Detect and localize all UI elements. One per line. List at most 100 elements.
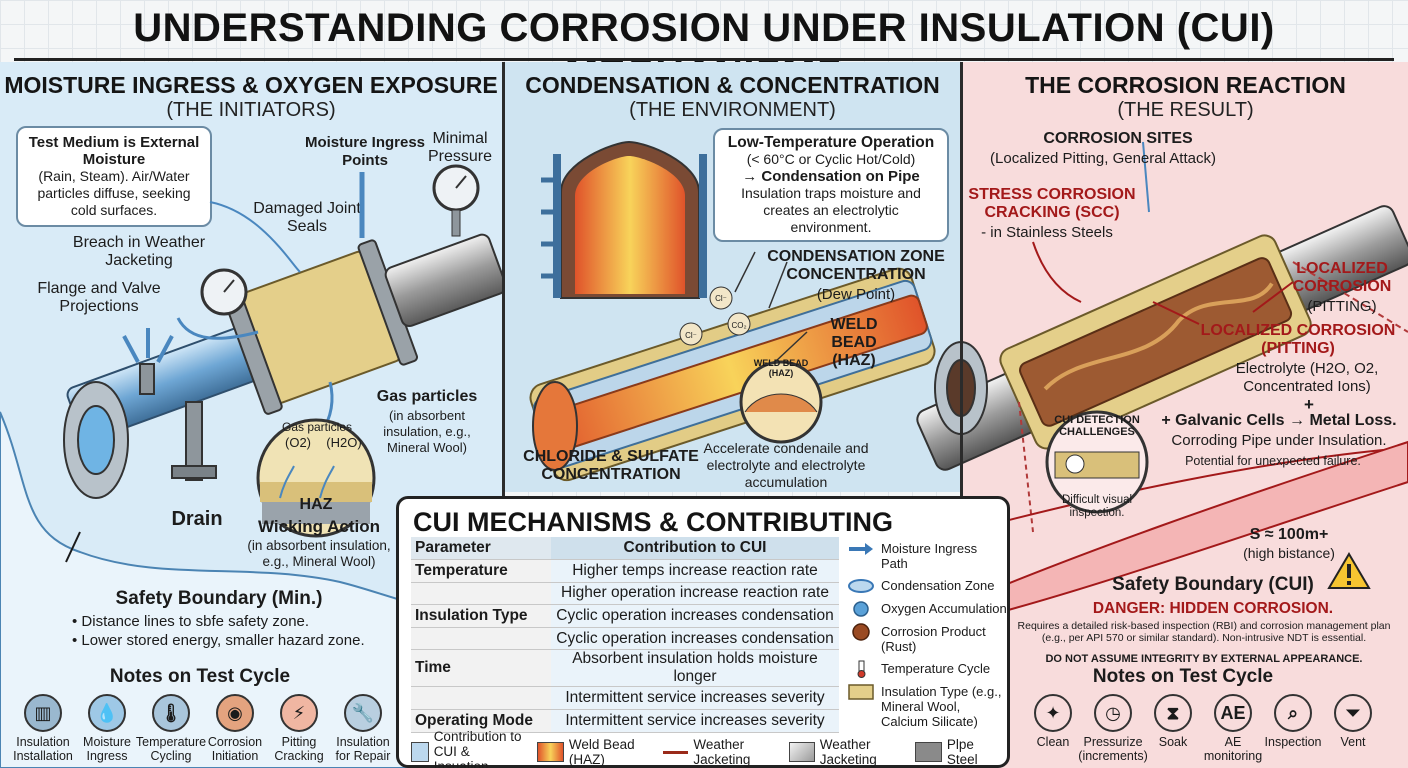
note-label: Insulation for Repair — [335, 735, 391, 763]
chloride-label: CHLORIDE & SULFATE CONCENTRATION — [523, 448, 699, 483]
breach-label: Breach in Weather Jacketing — [72, 234, 206, 269]
haz-label: HAZ — [299, 496, 333, 513]
scc-label: STRESS CORROSION CRACKING (SCC) — [968, 186, 1136, 221]
note-item: ✦Clean — [1027, 694, 1079, 763]
safety-boundary-cui: Safety Boundary (CUI) — [1112, 574, 1314, 595]
safety-line-1: • Distance lines to sbfe safety zone. — [72, 613, 310, 630]
parameter-cell — [411, 627, 551, 651]
hourglass-icon: ⧗ — [1154, 694, 1192, 732]
note-label: Moisture Ingress — [83, 735, 131, 763]
thermometer-icon: 🌡 — [152, 694, 190, 732]
header-contribution: Contribution to CUI — [551, 537, 839, 561]
minimal-pressure-label: Minimal Pressure — [427, 130, 493, 165]
ion-co2: CO₂ — [731, 321, 747, 330]
legend-label: Moisture Ingress Path — [881, 541, 978, 571]
potential-failure-label: Potential for unexpected failure. — [1185, 454, 1361, 468]
note-item: ⧗ Soak — [1147, 694, 1199, 763]
condensation-illustration — [529, 140, 936, 482]
legend-label: Corrosion Product (Rust) — [881, 624, 986, 654]
legend-item-ellipse: Condensation Zone — [847, 578, 1007, 594]
parameter-cell — [411, 582, 551, 606]
note-label: Temperature Cycling — [135, 735, 207, 763]
jacket-line-swatch-icon — [662, 741, 689, 762]
damaged-seals-label: Damaged Joint Seals — [253, 200, 361, 235]
right-subheading: (THE RESULT) — [1117, 99, 1254, 121]
panel-condensation: CONDENSATION & CONCENTRATION (THE ENVIRO… — [505, 62, 960, 492]
parameter-cell — [411, 686, 551, 711]
note-label: Vent — [1340, 735, 1366, 749]
note-item: 💧Moisture Ingress — [78, 694, 136, 763]
note-label: Soak — [1158, 735, 1188, 749]
contribution-cell: Cyclic operation increases condensation — [551, 604, 839, 628]
table-row: Cyclic operation increases condensation — [411, 627, 839, 651]
safety-title: Safety Boundary (Min.) — [115, 588, 323, 609]
bottom-legend-item-cui: Contribution to CUI & Insuation — [411, 729, 525, 768]
cui-swatch-icon — [411, 741, 429, 762]
bottom-legend-label: Plpe Steel — [946, 736, 978, 767]
dot-legend-icon — [847, 601, 875, 617]
right-notes-title: Notes on Test Cycle — [1092, 666, 1274, 687]
detection-title: CUI DETECTION CHALLENGES — [1054, 414, 1140, 438]
note-label: Insulation Installation — [13, 735, 73, 763]
note-item: ▥Insulation Installation — [13, 694, 73, 763]
weld-inset-label: WELD BEAD (HAZ) — [753, 358, 809, 378]
clock-icon: ◷ — [1094, 694, 1132, 732]
localized-corrosion-label-1: LOCALIZED CORROSION — [1292, 260, 1392, 295]
panel-moisture-ingress: MOISTURE INGRESS & OXYGEN EXPOSURE (THE … — [0, 62, 507, 768]
parameter-cell: Temperature — [411, 559, 551, 583]
table-row: Intermittent service increases severity — [411, 686, 839, 711]
safety-line-2: • Lower stored energy, smaller hazard zo… — [72, 632, 365, 649]
wicking-label: Wicking Action — [258, 517, 380, 536]
electrolyte-label: Electrolyte (H2O, O2, Concentrated Ions) — [1235, 360, 1379, 395]
plus-sign: + — [1304, 395, 1314, 414]
left-notes-row: ▥Insulation Installation💧Moisture Ingres… — [13, 694, 392, 763]
jacket-swatch-icon — [788, 741, 815, 762]
low-temp-line3: → Condensation on Pipe — [742, 168, 920, 185]
mid-heading: CONDENSATION & CONCENTRATION — [525, 72, 940, 98]
legend-item-arrow: Moisture Ingress Path — [847, 541, 1007, 571]
do-not-assume-text: DO NOT ASSUME INTEGRITY BY EXTERNAL APPE… — [1045, 653, 1363, 665]
left-subheading: (THE INITIATORS) — [166, 99, 336, 121]
dew-point-label: (Dew Point) — [816, 286, 896, 303]
mid-subheading: (THE ENVIRONMENT) — [629, 99, 836, 121]
bottom-legend-label: Weather Jacketing — [693, 736, 751, 767]
note-item: ⚡Pitting Cracking — [270, 694, 328, 763]
corrosion-illustration — [916, 141, 1408, 624]
legend-item-rust: Corrosion Product (Rust) — [847, 623, 1007, 654]
callout-text: (Rain, Steam). Air/Water particles diffu… — [37, 168, 191, 218]
pipe-illustration — [0, 164, 507, 768]
weld-swatch-icon — [536, 741, 564, 762]
corrosion-sites-desc: (Localized Pitting, General Attack) — [990, 150, 1216, 167]
parameter-cell: Insulation Type — [411, 604, 551, 628]
corrosion-icon: ◉ — [216, 694, 254, 732]
divider-left — [502, 62, 505, 768]
gas-particles-label: Gas particles — [376, 388, 478, 405]
low-temp-line2: (< 60°C or Cyclic Hot/Cold) — [746, 151, 916, 167]
panel-corrosion-reaction: THE CORROSION REACTION (THE RESULT) — [916, 62, 1408, 768]
contribution-cell: Cyclic operation increases condensation — [551, 627, 839, 651]
weld-bead-label: WELD BEAD (HAZ) — [830, 316, 878, 369]
bottom-legend-label: Weld Bead (HAZ) — [568, 736, 635, 767]
drain-label: Drain — [171, 508, 223, 530]
mechanisms-box: CUI MECHANISMS & CONTRIBUTING FACTORS Pa… — [396, 496, 1010, 768]
note-label: Pressurize (increments) — [1078, 735, 1148, 763]
left-heading: MOISTURE INGRESS & OXYGEN EXPOSURE — [4, 72, 498, 98]
contribution-cell: Intermittent service increases severity — [551, 709, 839, 733]
note-item: ⏷Vent — [1327, 694, 1379, 763]
accelerate-label: Accelerate condenaile and electrolyte an… — [703, 440, 869, 490]
legend-item-dot: Oxygen Accumulation — [847, 601, 1007, 617]
sparkle-icon: ✦ — [1034, 694, 1072, 732]
note-item: ◷ Pressurize (increments) — [1078, 694, 1148, 763]
detection-caption: Difficult visual inspection. — [1061, 494, 1133, 519]
header-parameter: Parameter — [411, 537, 551, 561]
test-medium-callout: Test Medium is External Moisture (Rain, … — [16, 126, 212, 227]
arrow-legend-icon — [847, 541, 875, 557]
ion-cl-1: Cl⁻ — [715, 294, 727, 303]
table-row: Higher operation increase reaction rate — [411, 582, 839, 606]
safety-boundary-min: Safety Boundary (Min.) • Distance lines … — [54, 588, 384, 650]
